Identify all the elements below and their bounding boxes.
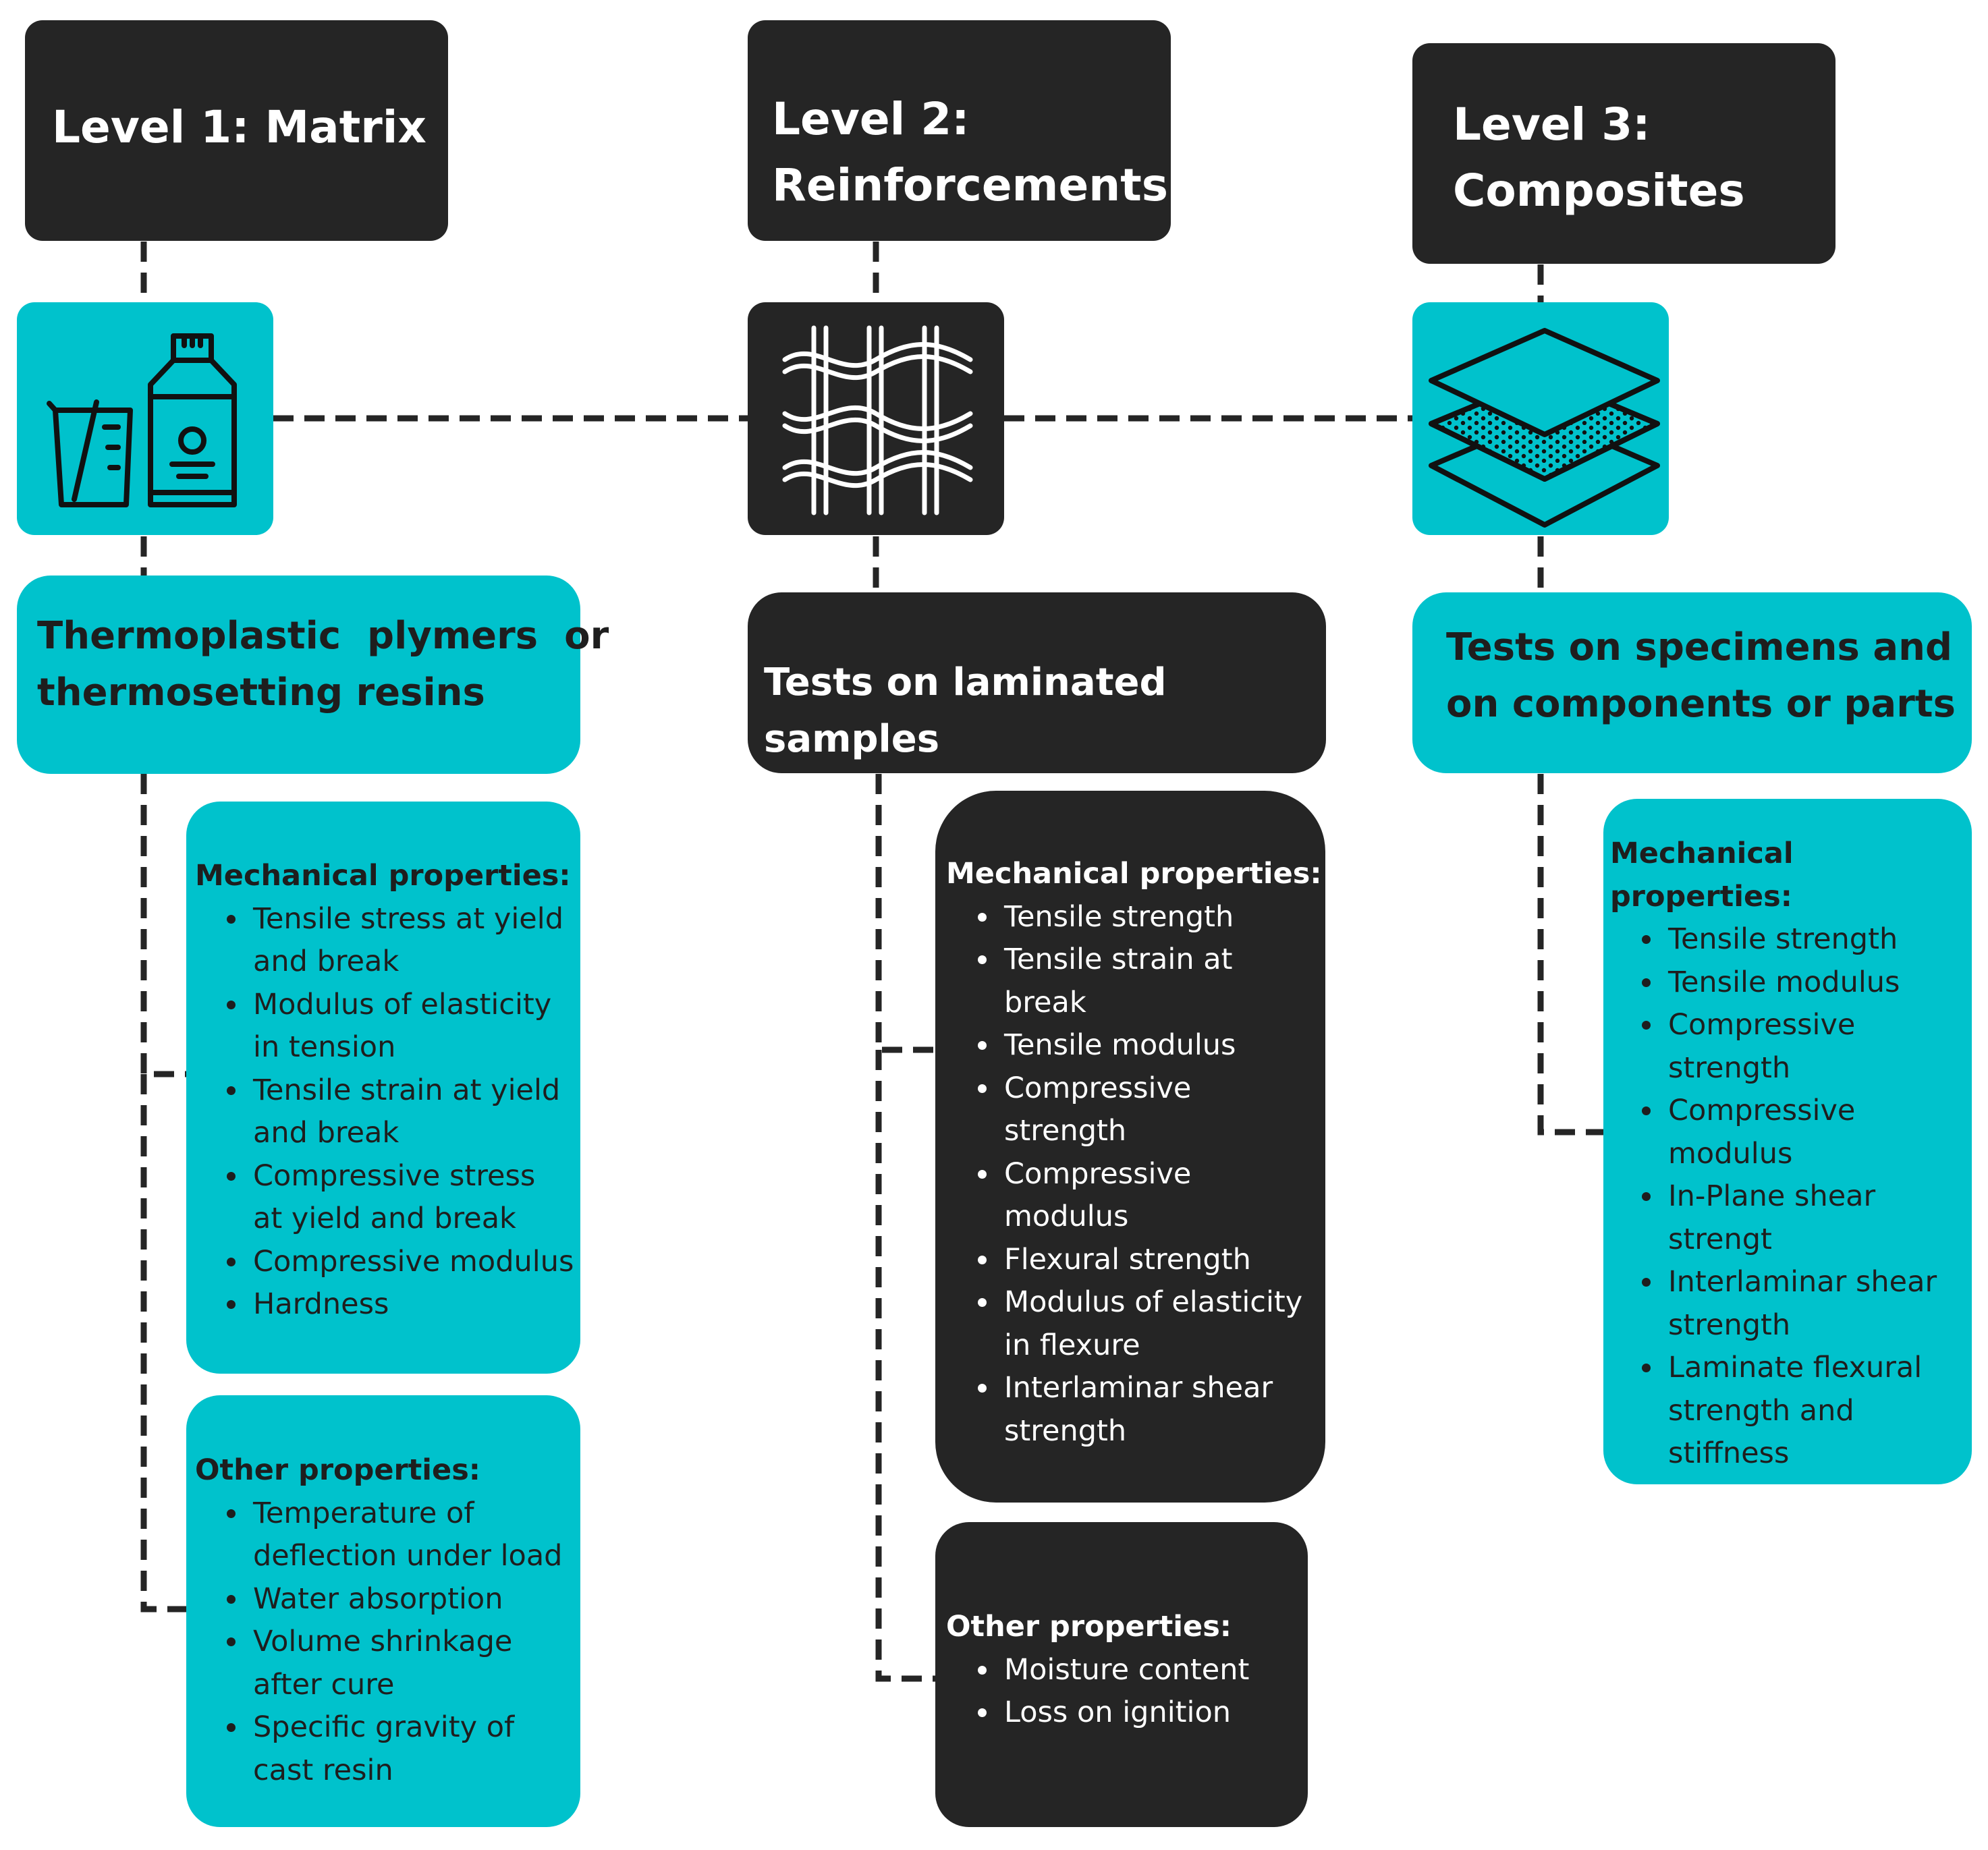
level-1-other-title: Other properties:: [195, 1453, 480, 1487]
list-item: Tensile strength: [1664, 918, 1972, 961]
level-2-mechanical-list: Tensile strength Tensile strain atbreak …: [946, 896, 1325, 1453]
list-item: Compressive modulus: [249, 1241, 580, 1284]
level-2-other-card: Other properties: Moisture content Loss …: [935, 1522, 1308, 1827]
list-item: Tensile modulus: [1664, 961, 1972, 1005]
level-1-title: Level 1: Matrix: [52, 101, 427, 153]
list-item: Hardness: [249, 1283, 580, 1326]
list-item: Flexural strength: [1000, 1239, 1325, 1282]
level-1-mechanical-card: Mechanical properties: Tensile stress at…: [186, 802, 580, 1374]
list-item: Water absorption: [249, 1578, 580, 1621]
level-3-mechanical-card: Mechanical properties: Tensile strength …: [1603, 799, 1972, 1484]
level-1-other-card: Other properties: Temperature ofdeflecti…: [186, 1395, 580, 1827]
level-1-header: Level 1: Matrix: [25, 20, 448, 241]
level-3-subtitle-line-2: on components or parts: [1446, 682, 1956, 726]
list-item: Moisture content: [1000, 1649, 1308, 1692]
list-item: Loss on ignition: [1000, 1691, 1308, 1735]
level-2-other-title: Other properties:: [946, 1610, 1232, 1644]
level-1-subtitle-line-1: Thermoplastic plymers or: [37, 614, 609, 658]
level-2-mechanical-title: Mechanical properties:: [946, 857, 1322, 891]
level-2-header: Level 2: Reinforcements: [748, 20, 1171, 241]
level-1-mechanical-title: Mechanical properties:: [195, 859, 571, 893]
level-3-mechanical-list: Tensile strength Tensile modulus Compres…: [1610, 918, 1972, 1476]
level-3-title-line-1: Level 3:: [1453, 99, 1651, 150]
list-item: Tensile strength: [1000, 896, 1325, 939]
level-3-header: Level 3: Composites: [1412, 43, 1835, 264]
level-3-icon-tile: [1412, 302, 1669, 535]
level-3-subtitle-box: Tests on specimens and on components or …: [1412, 592, 1972, 773]
bottle-beaker-icon: [47, 333, 237, 507]
level-1-subtitle-line-2: thermosetting resins: [37, 671, 485, 714]
level-3-title-line-2: Composites: [1453, 165, 1745, 217]
level-2-subtitle-box: Tests on laminated samples: [748, 592, 1326, 773]
level-2-icon-tile: [748, 302, 1004, 535]
level-2-mechanical-card: Mechanical properties: Tensile strength …: [935, 791, 1325, 1503]
level-2-title-line-1: Level 2:: [772, 93, 970, 145]
level-1-subtitle-box: Thermoplastic plymers or thermosetting r…: [17, 576, 609, 774]
level-1-icon-tile: [17, 302, 273, 535]
woven-fabric-icon: [782, 325, 973, 515]
level-2-title-line-2: Reinforcements: [772, 159, 1169, 211]
level-3-subtitle-line-1: Tests on specimens and: [1446, 625, 1953, 669]
list-item: Tensile modulus: [1000, 1024, 1325, 1067]
layers-icon: [1429, 328, 1660, 528]
level-2-subtitle-line-1: Tests on laminated samples: [764, 661, 1167, 761]
level-3-mechanical-title: Mechanical properties:: [1610, 837, 1794, 914]
level-2-other-list: Moisture content Loss on ignition: [946, 1649, 1308, 1735]
